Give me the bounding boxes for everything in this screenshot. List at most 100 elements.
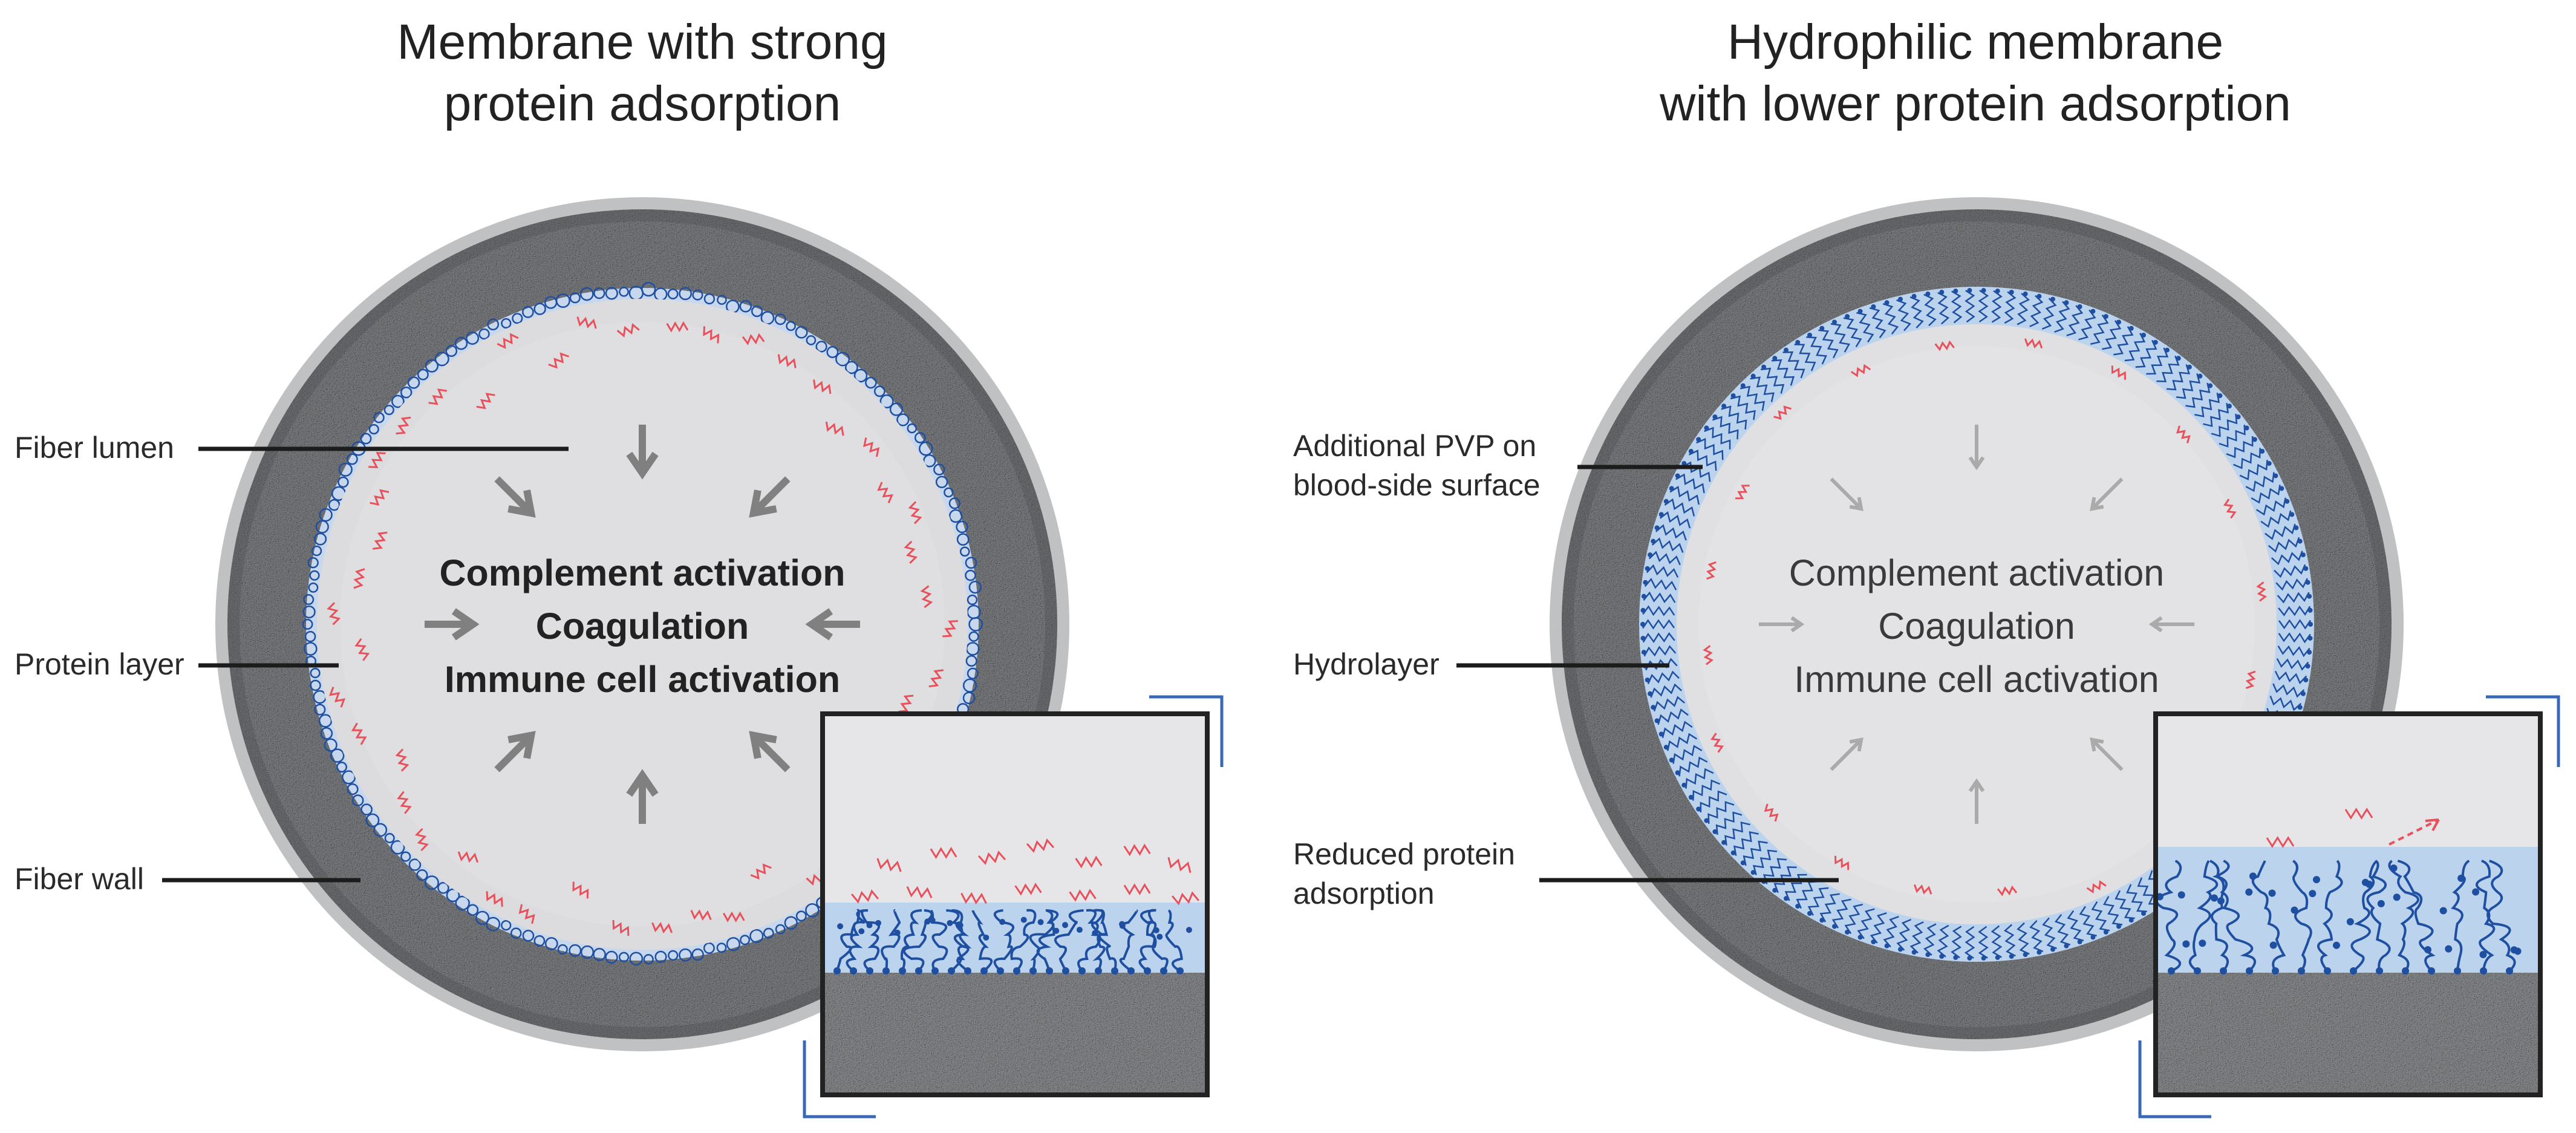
inset-polymer-anchor xyxy=(2246,967,2253,975)
polymer-coil xyxy=(962,691,976,705)
polymer-anchor xyxy=(2009,290,2014,295)
polymer-anchor xyxy=(1721,403,1727,409)
polymer-brush xyxy=(2268,537,2300,553)
polymer-coil xyxy=(319,508,333,522)
inset-polymer-anchor xyxy=(866,967,873,975)
polymer-anchor xyxy=(2141,911,2146,916)
inset-protein xyxy=(1026,838,1055,853)
polymer-brush xyxy=(1678,756,1708,777)
inset-polymer-chain xyxy=(2317,860,2343,972)
polymer-brush xyxy=(2265,523,2296,540)
inset-polymer-node xyxy=(1185,927,1192,933)
polymer-coil xyxy=(302,619,313,630)
polymer-coil xyxy=(805,903,820,918)
polymer-brush xyxy=(2176,373,2201,399)
polymer-brush xyxy=(2029,295,2044,327)
polymer-brush xyxy=(1806,336,1827,365)
polymer-coil xyxy=(407,376,420,389)
polymer-brush xyxy=(1721,405,1747,430)
polymer-brush xyxy=(1661,720,1693,739)
inset-polymer-anchor xyxy=(2506,967,2513,975)
inset-polymer-node xyxy=(1156,933,1163,940)
inset-protein xyxy=(930,846,957,860)
polymer-brush xyxy=(1715,811,1743,835)
polymer-anchor xyxy=(2308,622,2313,627)
inset-protein xyxy=(1075,855,1103,869)
protein-squiggle xyxy=(414,828,429,852)
polymer-anchor xyxy=(2023,291,2028,296)
polymer-coil xyxy=(967,594,978,606)
polymer-coil xyxy=(784,916,798,930)
polymer-brush xyxy=(1978,926,1989,959)
inset-polymer-anchor xyxy=(850,967,857,975)
polymer-anchor xyxy=(1640,636,1646,641)
polymer-anchor xyxy=(1832,924,1837,929)
inset-polymer-node xyxy=(2312,876,2320,884)
inset-polymer-node xyxy=(2210,894,2218,902)
polymer-coil xyxy=(853,368,868,383)
polymer-coil xyxy=(501,920,512,931)
protein-squiggle xyxy=(898,694,914,713)
polymer-anchor xyxy=(2266,461,2272,466)
polymer-anchor xyxy=(2090,935,2096,940)
protein-squiggle xyxy=(862,437,880,457)
polymer-anchor xyxy=(2036,293,2042,299)
polymer-anchor xyxy=(2165,347,2170,353)
polymer-brush xyxy=(1830,323,1850,353)
polymer-coil xyxy=(478,328,490,340)
polymer-anchor xyxy=(1819,918,1825,923)
inset-polymer-chain xyxy=(1091,909,1117,971)
right-title-line2: with lower protein adsorption xyxy=(1660,76,2291,131)
protein-squiggle xyxy=(497,333,519,349)
polymer-brush xyxy=(1870,912,1887,944)
polymer-brush xyxy=(1647,670,1680,685)
protein-squiggle xyxy=(666,321,689,333)
polymer-anchor xyxy=(1784,347,1789,353)
polymer-coil xyxy=(347,783,359,795)
inset-polymer-anchor xyxy=(931,967,939,975)
inset-polymer-chain xyxy=(1036,909,1059,971)
polymer-coil xyxy=(845,361,858,374)
protein-squiggle xyxy=(353,568,365,589)
protein-squiggle xyxy=(742,333,765,345)
right-protein-squiggles xyxy=(1703,338,2268,896)
polymer-coil xyxy=(383,405,394,416)
polymer-coil xyxy=(466,331,480,345)
polymer-anchor xyxy=(1663,745,1669,750)
inset-polymer-chain xyxy=(836,909,860,971)
inset-polymer-node xyxy=(2332,941,2340,949)
polymer-anchor xyxy=(1669,486,1674,491)
polymer-coil xyxy=(445,345,458,358)
inset-polymer-anchor xyxy=(1013,967,1020,975)
polymer-coil xyxy=(486,916,501,932)
polymer-brush xyxy=(2124,333,2146,362)
polymer-brush xyxy=(1883,916,1899,948)
polymer-brush xyxy=(2156,355,2180,382)
polymer-brush xyxy=(1644,578,1677,590)
polymer-anchor xyxy=(2077,939,2082,944)
protein-squiggle xyxy=(904,540,918,564)
polymer-brush xyxy=(1937,924,1949,958)
inset-polymer-anchor xyxy=(2272,967,2279,975)
inset-polymer-chain xyxy=(1119,909,1138,972)
protein-squiggle xyxy=(825,422,844,436)
polymer-anchor xyxy=(2305,664,2310,669)
polymer-anchor xyxy=(1675,473,1680,478)
protein-squiggle xyxy=(396,416,411,435)
polymer-anchor xyxy=(2128,918,2134,923)
protein-squiggle xyxy=(723,911,745,922)
polymer-coil xyxy=(314,532,327,546)
polymer-coil xyxy=(667,288,679,299)
polymer-coil xyxy=(935,475,948,489)
polymer-coil xyxy=(303,642,318,656)
inset-polymer-node xyxy=(2268,889,2276,897)
polymer-coil xyxy=(416,869,428,881)
protein-squiggle xyxy=(368,452,386,469)
polymer-brush xyxy=(1807,887,1829,916)
polymer-coil xyxy=(368,423,379,435)
protein-squiggle xyxy=(1850,364,1871,377)
inset-polymer-anchor xyxy=(2376,967,2383,975)
inset-polymer-node xyxy=(2217,897,2225,905)
left-immune-cell-activation: Immune cell activation xyxy=(444,659,841,700)
inset-polymer-chain xyxy=(971,910,993,972)
